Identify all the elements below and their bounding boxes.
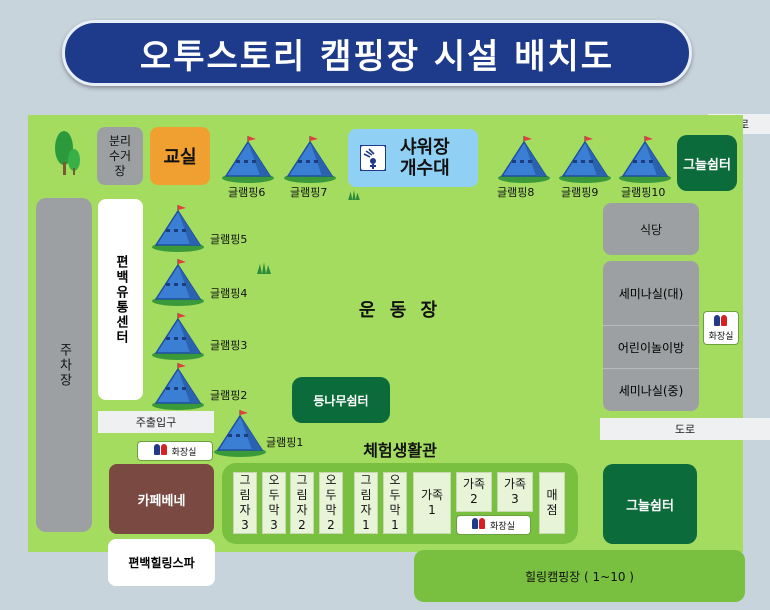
tent-icon	[152, 259, 204, 306]
glamping-label: 글램핑10	[621, 186, 666, 199]
hall-room: 가족 3	[497, 472, 533, 512]
restroom-right-label: 화장실	[708, 331, 734, 342]
pension-distribution-center: 편백유통센터	[98, 199, 143, 400]
hall-room: 매 점	[539, 472, 565, 534]
restroom-hall: 화장실	[456, 515, 531, 535]
tent-icon	[152, 205, 204, 252]
shade-shelter-bottom: 그늘쉼터	[603, 464, 697, 544]
shower-sink-label: 샤워장 개수대	[400, 137, 450, 179]
recycling-area-label: 분리수거장	[108, 133, 132, 178]
tree-icon	[55, 131, 80, 175]
tent-icon	[619, 136, 671, 183]
glamping-label: 글램핑7	[290, 186, 328, 199]
restroom-left: 화장실	[137, 441, 213, 461]
shower-sink: 샤워장 개수대	[348, 129, 478, 187]
hall-room: 오 두 막 2	[319, 472, 343, 534]
pension-center-label: 편백유통센터	[113, 254, 128, 345]
parking-lot: 주차장	[36, 198, 92, 532]
hall-room: 그 림 자 1	[354, 472, 378, 534]
glamping-label: 글램핑6	[228, 186, 266, 199]
tent-icon	[559, 136, 611, 183]
wisteria-shelter: 등나무쉼터	[292, 377, 390, 423]
glamping-label: 글램핑8	[497, 186, 535, 199]
restroom-icon	[714, 314, 728, 329]
hall-room: 가족 2	[456, 472, 492, 512]
tent-icon	[152, 363, 204, 410]
experience-hall-title: 체험생활관	[363, 441, 437, 460]
healing-campground: 힐링캠핑장 ( 1~10 )	[414, 550, 745, 602]
road-label-middle: 도로	[600, 418, 770, 440]
kids-room: 어린이놀이방	[603, 326, 699, 369]
main-entrance: 주출입구	[98, 411, 214, 433]
restroom-hall-label: 화장실	[490, 521, 515, 532]
shower-icon	[360, 145, 386, 171]
page-title: 오투스토리 캠핑장 시설 배치도	[62, 20, 692, 86]
healing-spa: 편백힐링스파	[108, 539, 215, 586]
glamping-label: 글램핑1	[266, 436, 304, 449]
grass-icon	[348, 190, 360, 200]
recycling-area: 분리수거장	[97, 127, 143, 185]
tent-icon	[214, 410, 266, 457]
restroom-right: 화장실	[703, 311, 739, 345]
tent-icon	[222, 136, 274, 183]
restroom-icon	[472, 518, 486, 532]
hall-room: 그 림 자 2	[290, 472, 314, 534]
glamping-label: 글램핑2	[210, 389, 248, 402]
glamping-label: 글램핑3	[210, 339, 248, 352]
grass-icon	[257, 262, 271, 274]
hall-room: 오 두 막 3	[262, 472, 286, 534]
tent-icon	[152, 313, 204, 360]
glamping-label: 글램핑5	[210, 233, 248, 246]
seminar-room-medium: 세미나실(중)	[618, 383, 684, 398]
shade-shelter-top: 그늘쉼터	[677, 135, 737, 191]
seminar-room-large: 세미나실(대)	[603, 261, 699, 326]
classroom: 교실	[150, 127, 210, 185]
tent-icon	[498, 136, 550, 183]
cafe-bene: 카페베네	[109, 464, 214, 534]
restroom-icon	[153, 444, 168, 458]
glamping-label: 글램핑4	[210, 287, 248, 300]
restroom-left-label: 화장실	[171, 447, 197, 458]
glamping-label: 글램핑9	[561, 186, 599, 199]
tent-icon	[284, 136, 336, 183]
hall-room: 가족 1	[413, 472, 451, 534]
parking-label: 주차장	[56, 342, 72, 388]
hall-room: 오 두 막 1	[383, 472, 407, 534]
seminar-block: 세미나실(대) 어린이놀이방 세미나실(중)	[603, 261, 699, 411]
playground-label: 운 동 장	[358, 300, 442, 321]
hall-room: 그 림 자 3	[233, 472, 257, 534]
cafeteria: 식당	[603, 203, 699, 255]
